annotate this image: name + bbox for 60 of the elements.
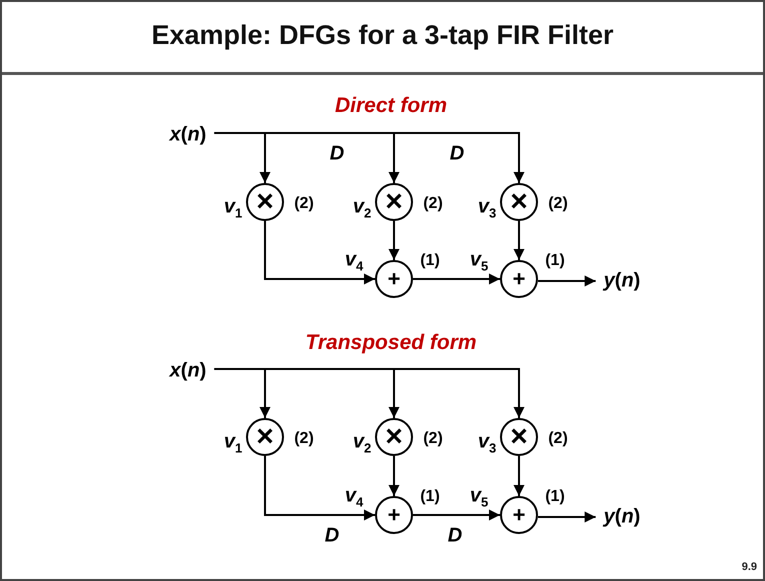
execution-time: (1)	[420, 488, 440, 506]
slide-title: Example: DFGs for a 3-tap FIR Filter	[151, 20, 614, 51]
section-heading: Direct form	[334, 94, 448, 118]
variable-label: v$_{2}$	[352, 196, 372, 220]
adder-node	[375, 260, 413, 298]
execution-time: (1)	[545, 488, 565, 506]
page-number: 9.9	[742, 561, 757, 573]
variable-label: v$_{1}$	[224, 196, 242, 220]
variable-label: v$_{4}$	[344, 248, 364, 274]
multiply-symbol: ×	[256, 422, 274, 452]
arrow	[388, 221, 400, 260]
arrow	[538, 276, 596, 286]
multiply-symbol: ×	[510, 422, 528, 452]
execution-time: (1)	[420, 252, 440, 270]
execution-time: (2)	[423, 195, 443, 213]
arrow	[514, 221, 524, 260]
signal-label: y(n)	[604, 506, 640, 528]
arrow	[388, 456, 400, 496]
multiply-symbol: ×	[510, 187, 528, 217]
arrow	[264, 456, 375, 520]
signal-label: y(n)	[604, 270, 640, 292]
adder-node	[500, 496, 538, 534]
multiplier-node	[246, 183, 284, 221]
arrow	[514, 456, 524, 496]
execution-time: (1)	[545, 252, 565, 270]
adder-node	[500, 260, 538, 298]
plus-symbol: +	[388, 504, 400, 526]
execution-time: (2)	[294, 430, 314, 448]
plus-symbol: +	[388, 268, 400, 290]
arrow	[413, 274, 500, 284]
multiplier-node	[500, 183, 538, 221]
variable-label: v$_{3}$	[478, 430, 496, 456]
multiplier-node	[375, 418, 413, 456]
multiply-symbol: ×	[385, 422, 403, 452]
execution-time: (2)	[548, 195, 568, 213]
multiplier-node	[375, 183, 413, 221]
arrow	[214, 368, 524, 418]
execution-time: (2)	[548, 430, 568, 448]
variable-label: v$_{4}$	[344, 484, 364, 510]
multiplier-node	[246, 418, 284, 456]
multiplier-node	[500, 418, 538, 456]
plus-symbol: +	[512, 268, 526, 290]
execution-time: (2)	[423, 430, 443, 448]
multiply-symbol: ×	[256, 187, 274, 217]
adder-node	[375, 496, 413, 534]
plus-symbol: +	[512, 504, 526, 526]
signal-label: x(n)	[170, 124, 206, 146]
multiply-symbol: ×	[385, 187, 403, 217]
arrow	[413, 510, 500, 520]
arrow	[214, 132, 524, 183]
variable-label: v$_{5}$	[470, 484, 488, 510]
variable-label: v$_{1}$	[224, 430, 242, 456]
execution-time: (2)	[294, 195, 314, 213]
signal-label: x(n)	[170, 360, 206, 382]
variable-label: v$_{2}$	[352, 430, 372, 456]
arrow	[538, 512, 596, 522]
variable-label: v$_{5}$	[470, 248, 488, 274]
arrow	[264, 221, 375, 284]
variable-label: v$_{3}$	[478, 196, 496, 220]
section-heading: Transposed form	[305, 331, 477, 355]
